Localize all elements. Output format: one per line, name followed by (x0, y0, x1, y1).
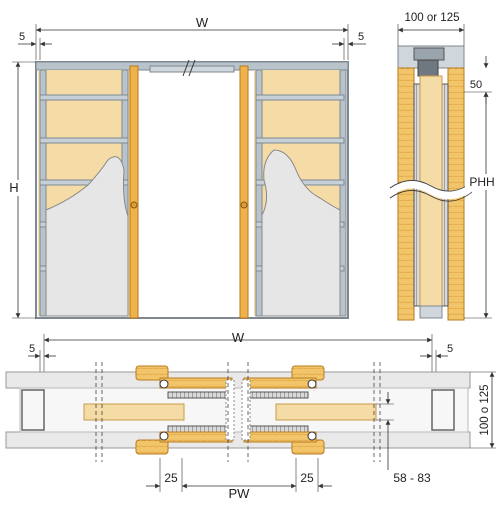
front-width-label: W (196, 15, 209, 30)
break-mark (389, 180, 473, 192)
left-plaster-cutaway (45, 156, 129, 317)
plan-gasket-icon (307, 431, 317, 441)
right-door-edge (239, 65, 249, 319)
plan-left-gap-label: 5 (29, 343, 35, 355)
plan-right-end-post (431, 389, 455, 431)
plan-gasket-icon (159, 431, 169, 441)
right-stud (339, 69, 347, 317)
plan-wall-bottom (5, 431, 471, 449)
plan-left-jamb-bottom (135, 439, 169, 455)
plan-wall-top (5, 371, 471, 389)
side-depth-label: 100 or 125 (405, 12, 460, 24)
plan-right-gap-label: 5 (447, 343, 453, 355)
plan-right-door (275, 403, 377, 421)
side-left-slats (413, 83, 421, 307)
plan-depth-label: 100 o 125 (479, 384, 491, 435)
side-roller-icon (417, 59, 439, 77)
plan-gasket-icon (159, 379, 169, 389)
right-door-pull-icon (240, 201, 248, 209)
side-section: 100 or 125 50 PHH (387, 12, 499, 321)
plan-left-end-post (21, 389, 45, 431)
right-plaster-cutaway (261, 149, 341, 317)
plan-left-door (83, 403, 185, 421)
plan-width-label: W (232, 330, 245, 345)
plan-gasket-icon (307, 379, 317, 389)
left-pocket (38, 65, 139, 319)
left-door-edge (129, 65, 139, 319)
break-mark (389, 190, 473, 202)
plan-section: W 5 5 (5, 330, 496, 501)
break-mark (188, 59, 196, 77)
left-stud (39, 69, 47, 317)
front-elevation: W 5 5 H (8, 15, 366, 319)
plan-right-jamb-label: 25 (300, 471, 314, 485)
plan-left-jamb-label: 25 (164, 471, 178, 485)
side-top-offset-label: 50 (470, 79, 482, 91)
right-pocket (239, 65, 347, 319)
plan-left-jamb-top (135, 365, 169, 381)
plan-door-thickness-label: 58 - 83 (393, 471, 431, 485)
right-stud (255, 69, 263, 317)
side-left-stud (397, 67, 415, 321)
front-right-gap-label: 5 (358, 31, 364, 43)
break-mark (182, 59, 190, 77)
front-left-gap-label: 5 (19, 31, 25, 43)
front-height-label: H (9, 180, 18, 195)
side-pocket-height-label: PHH (469, 175, 494, 189)
left-door-pull-icon (130, 201, 138, 209)
plan-passage-width-label: PW (229, 486, 251, 500)
